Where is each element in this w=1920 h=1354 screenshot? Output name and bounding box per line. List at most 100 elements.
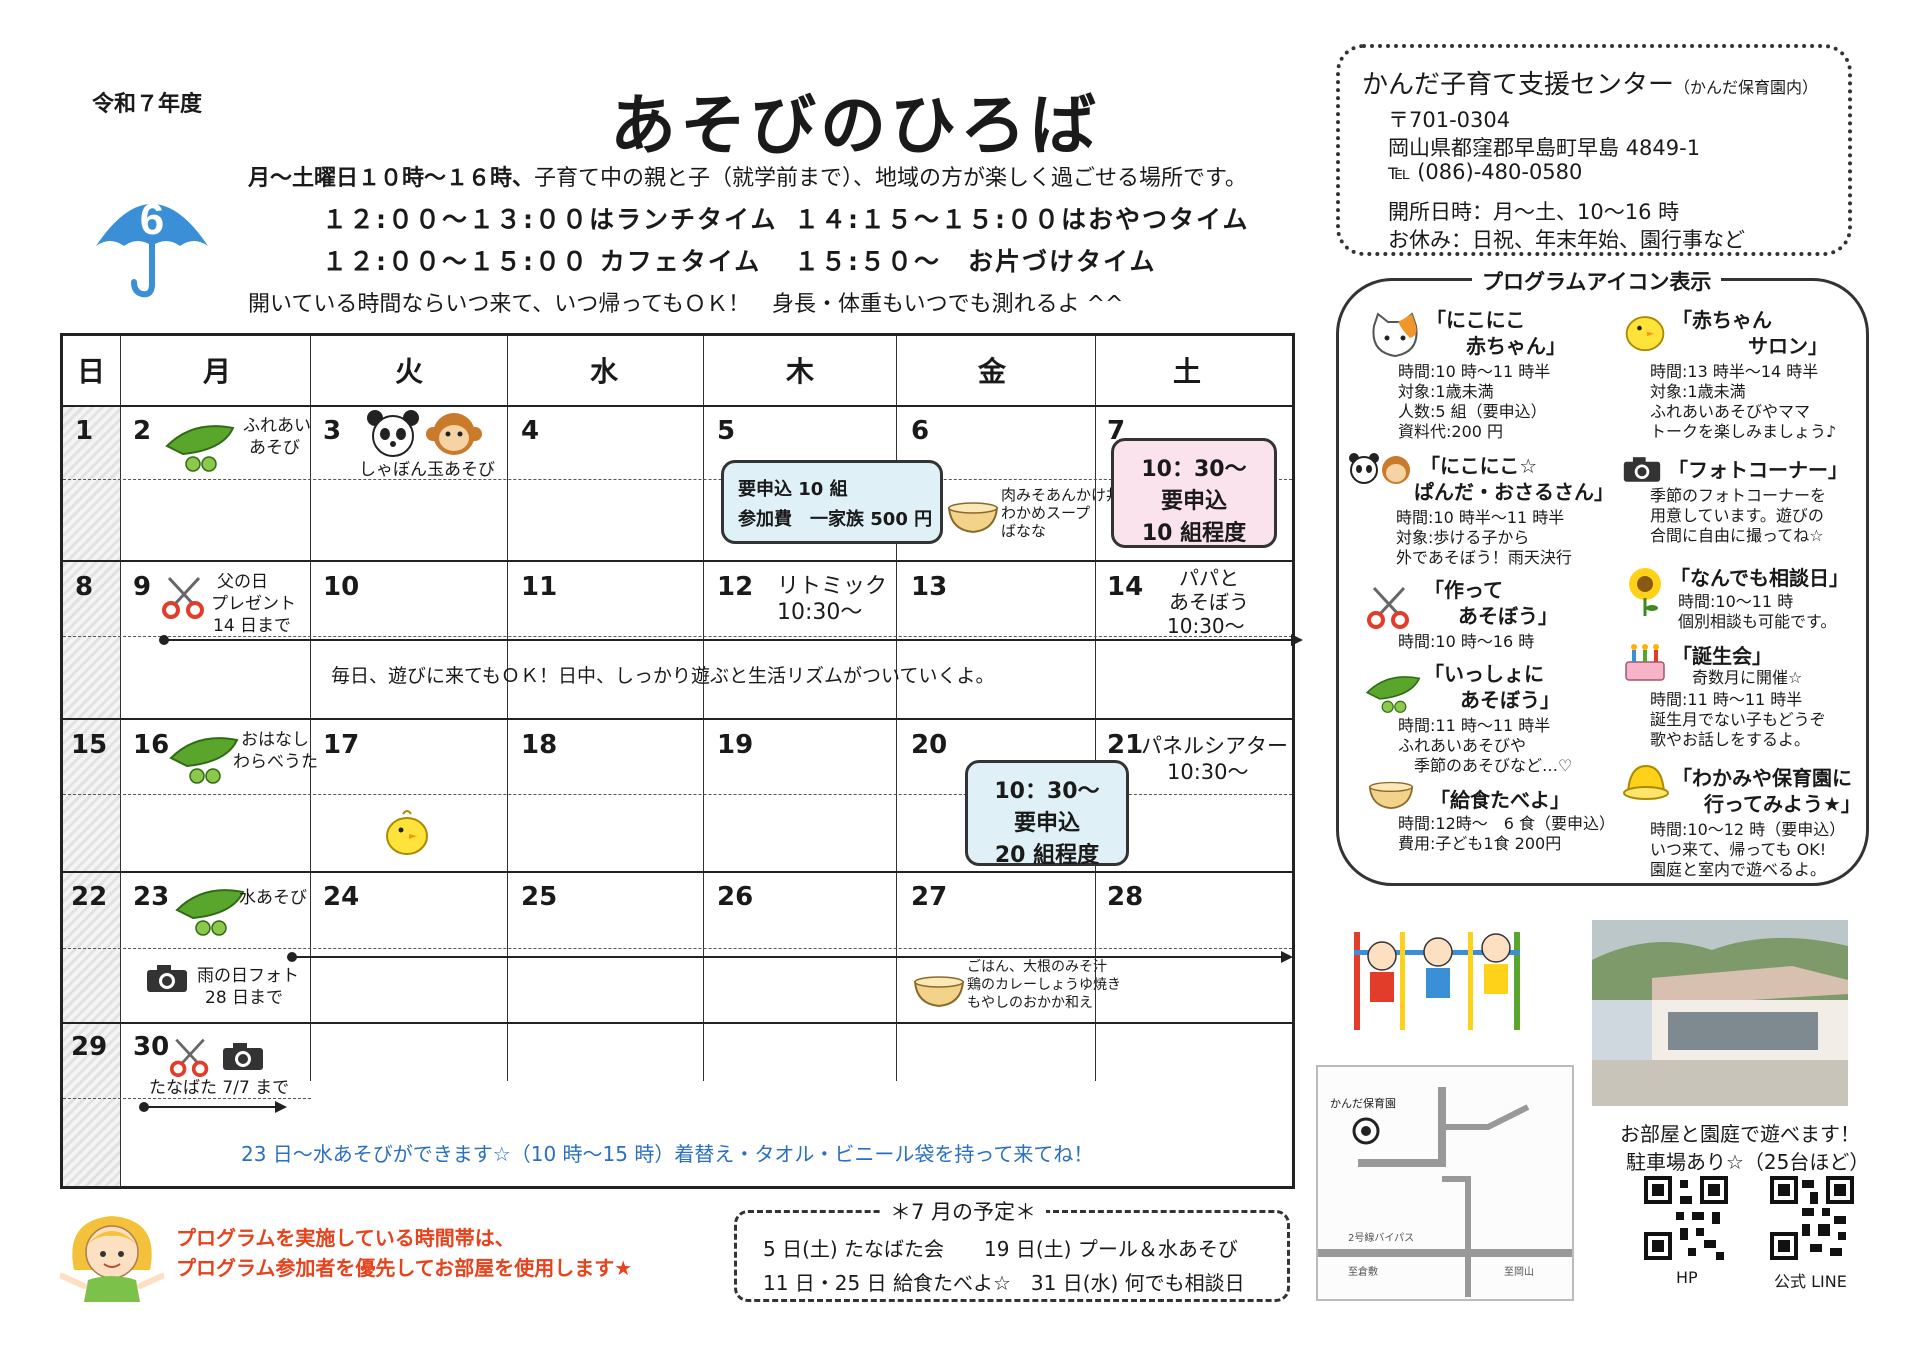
note-27-b: 鶏のカレーしょうゆ焼き: [967, 977, 1121, 993]
date-22: 22: [71, 882, 108, 912]
peas-icon: [175, 889, 245, 936]
center-name: かんだ子育て支援センター（かんだ保育園内）: [1362, 70, 1819, 100]
date-27: 27: [911, 882, 948, 912]
note-3: しゃぼん玉あそび: [359, 460, 495, 480]
info-bubble-5: 要申込 10 組 参加費 一家族 500 円: [721, 460, 943, 544]
map-label-nursery: かんだ保育園: [1330, 1097, 1396, 1110]
program-3-title-a: 「にこにこ☆: [1420, 454, 1538, 478]
program-2-line1: 時間:13 時半～14 時半: [1650, 362, 1819, 381]
intro-line: 月～土曜日１０時～１６時、子育て中の親と子（就学前まで）、地域の方が楽しく過ごせ…: [248, 160, 1247, 192]
note-30: たなばた 7/7 まで: [149, 1078, 290, 1098]
panda-monkey-icon: [1349, 453, 1410, 484]
qr-line-label: 公式 LINE: [1774, 1272, 1847, 1291]
date-29: 29: [71, 1032, 108, 1062]
date-14: 14: [1107, 572, 1144, 602]
bubble-7-line1: 10：30～: [1141, 457, 1247, 482]
bowl-icon: [1368, 781, 1414, 810]
july-line2: 11 日・25 日 給食たべよ☆ 31 日(水) 何でも相談日: [763, 1271, 1245, 1295]
july-schedule-title: ＊7 月の予定＊: [880, 1196, 1047, 1226]
camera-icon: [147, 965, 187, 992]
map-label-road: 2号線バイパス: [1348, 1233, 1415, 1244]
center-info-box: かんだ子育て支援センター（かんだ保育園内） 〒701-0304 岡山県都窪郡早島…: [1336, 44, 1852, 256]
center-address: 岡山県都窪郡早島町早島 4849-1: [1388, 136, 1701, 160]
program-7-line3: 季節のあそびなど…♡: [1414, 756, 1573, 775]
program-1-line1: 時間:10 時～11 時半: [1398, 362, 1551, 381]
program-6-line2: 個別相談も可能です。: [1678, 612, 1837, 631]
cat-icon: [1372, 312, 1418, 358]
program-8-line4: 歌やお話しをするよ。: [1650, 730, 1811, 749]
lunch-time: １２:００～１３:００はランチタイム: [322, 205, 778, 234]
date-18: 18: [521, 730, 558, 760]
program-8-line1: 奇数月に開催☆: [1692, 668, 1803, 687]
camera-icon: [223, 1043, 263, 1070]
period-arrow-30: [139, 1101, 287, 1113]
program-8-title: 「誕生会」: [1672, 644, 1772, 668]
program-2-line4: トークを楽しみましょう♪: [1650, 422, 1837, 441]
date-20: 20: [911, 730, 948, 760]
note-14-a: パパと: [1179, 566, 1239, 590]
note-6-c: ばなな: [1001, 522, 1047, 540]
access-map: かんだ保育園 2号線バイパス 至倉敷 至岡山: [1316, 1065, 1574, 1301]
program-10-line2: いつ来て、帰っても OK!: [1650, 840, 1827, 859]
sunflower-icon: [1629, 568, 1661, 616]
cleanup-time: １５:５０～ お片づけタイム: [794, 247, 1157, 276]
program-2-line2: 対象:1歳未満: [1650, 382, 1746, 401]
date-6: 6: [911, 416, 930, 446]
note-16-a: おはなし: [241, 730, 309, 750]
date-5: 5: [717, 416, 736, 446]
chick-icon: [386, 810, 428, 855]
center-hours: 開所日時：月～土、10～16 時: [1388, 200, 1680, 224]
bowl-icon: [947, 502, 999, 534]
yellow-hat-icon: [1623, 764, 1669, 800]
program-3-line2: 対象:歩ける子から: [1396, 528, 1530, 547]
side-caption-2: 駐車場あり☆（25台ほど）: [1626, 1150, 1870, 1174]
weekday-wed: 水: [589, 355, 618, 388]
fiscal-year: 令和７年度: [92, 92, 203, 117]
qr-code-line-icon[interactable]: [1770, 1176, 1854, 1260]
program-7-line2: ふれあいあそびや: [1398, 736, 1527, 755]
date-19: 19: [717, 730, 754, 760]
bubble-5-line1: 要申込 10 組: [738, 479, 848, 500]
program-1-line3: 人数:5 組（要申込）: [1398, 402, 1547, 421]
month-number: 6: [140, 195, 164, 244]
program-5-title-a: 「作って: [1424, 578, 1503, 602]
note-27-c: もやしのおかか和え: [967, 995, 1093, 1011]
weekday-fri: 金: [977, 355, 1006, 388]
note-9-a: 父の日: [217, 572, 268, 592]
note-27-a: ごはん、大根のみそ汁: [967, 959, 1107, 975]
note-14-b: あそぼう: [1169, 590, 1249, 614]
scissors-icon: [169, 1038, 209, 1078]
july-line1: 5 日(土) たなばた会 19 日(土) プール＆水あそび: [763, 1237, 1238, 1261]
program-10-line3: 園庭と室内で遊べるよ。: [1650, 860, 1827, 879]
program-6-line1: 時間:10～11 時: [1678, 592, 1794, 611]
girl-illustration-icon: [60, 1216, 164, 1302]
program-4-line3: 合間に自由に撮ってね☆: [1650, 526, 1824, 545]
bubble-20-line3: 20 組程度: [994, 843, 1100, 868]
intro-hours: 月～土曜日１０時～１６時、: [248, 166, 535, 191]
note-12-a: リトミック: [777, 574, 888, 599]
note-23-a: 水あそび: [239, 888, 307, 908]
program-10-title-b: 行ってみよう★」: [1704, 792, 1861, 816]
bubble-7-line3: 10 組程度: [1141, 521, 1247, 546]
chick-icon: [1625, 316, 1665, 352]
note-16-b: わらべうた: [233, 752, 318, 772]
date-21: 21: [1107, 730, 1144, 760]
bubble-7-line2: 要申込: [1160, 489, 1227, 514]
date-13: 13: [911, 572, 948, 602]
note-6-a: 肉みそあんかけ丼: [1001, 486, 1122, 504]
program-6-title: 「なんでも相談日」: [1670, 566, 1849, 590]
peas-icon: [165, 425, 235, 472]
bubble-5-line2: 参加費 一家族 500 円: [738, 509, 933, 530]
program-8-line2: 時間:11 時～11 時半: [1650, 690, 1803, 709]
camera-icon: [1623, 457, 1661, 482]
program-1-line4: 資料代:200 円: [1398, 422, 1504, 441]
date-30: 30: [133, 1032, 170, 1062]
date-8: 8: [75, 572, 94, 602]
program-1-title-a: 「にこにこ: [1426, 308, 1526, 332]
date-11: 11: [521, 572, 558, 602]
note-9-b: プレゼント: [211, 594, 296, 614]
program-8-line3: 誕生月でない子もどうぞ: [1650, 710, 1826, 729]
date-12: 12: [717, 572, 754, 602]
program-4-line1: 季節のフォトコーナーを: [1650, 486, 1827, 505]
qr-code-hp-icon[interactable]: [1644, 1176, 1728, 1260]
